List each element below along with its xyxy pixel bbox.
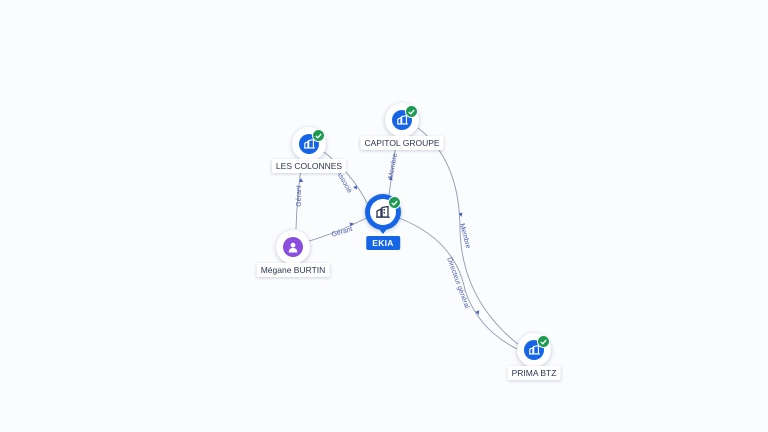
edge-arrow-icon [475,310,480,315]
pin-tail [376,225,390,234]
edge-arrow-icon [353,185,357,190]
verified-check-icon [388,196,401,209]
edge-label: Gérant [296,185,303,206]
node-label: CAPITOL GROUPE [360,136,444,150]
edge-label: Directeur général [445,257,470,310]
edge-line [417,127,520,346]
edge-line [305,216,369,243]
edge-label: Gérant [331,226,354,239]
edge-arrow-icon [299,178,303,182]
edge-ekia-to-prima-btz: Directeur général [398,217,520,351]
edge-line [320,149,369,206]
edge-label: Associé [335,170,353,195]
verified-check-icon [537,335,550,348]
verified-check-icon [405,105,418,118]
person-icon [283,237,303,257]
edge-arrow-icon [388,176,393,181]
node-label: LES COLONNES [271,159,347,173]
verified-check-icon [312,129,325,142]
edge-arrow-icon [458,212,463,217]
edge-label: Membre [388,153,399,180]
edge-megane-burtin-to-ekia: Gérant [305,216,369,243]
node-label: PRIMA BTZ [507,366,561,380]
node-label: EKIA [366,236,400,250]
edge-line [398,217,520,351]
edge-arrow-icon [349,222,354,227]
edge-capitol-groupe-to-prima-btz: Membre [417,127,520,346]
node-label: Mégane BURTIN [256,263,330,277]
